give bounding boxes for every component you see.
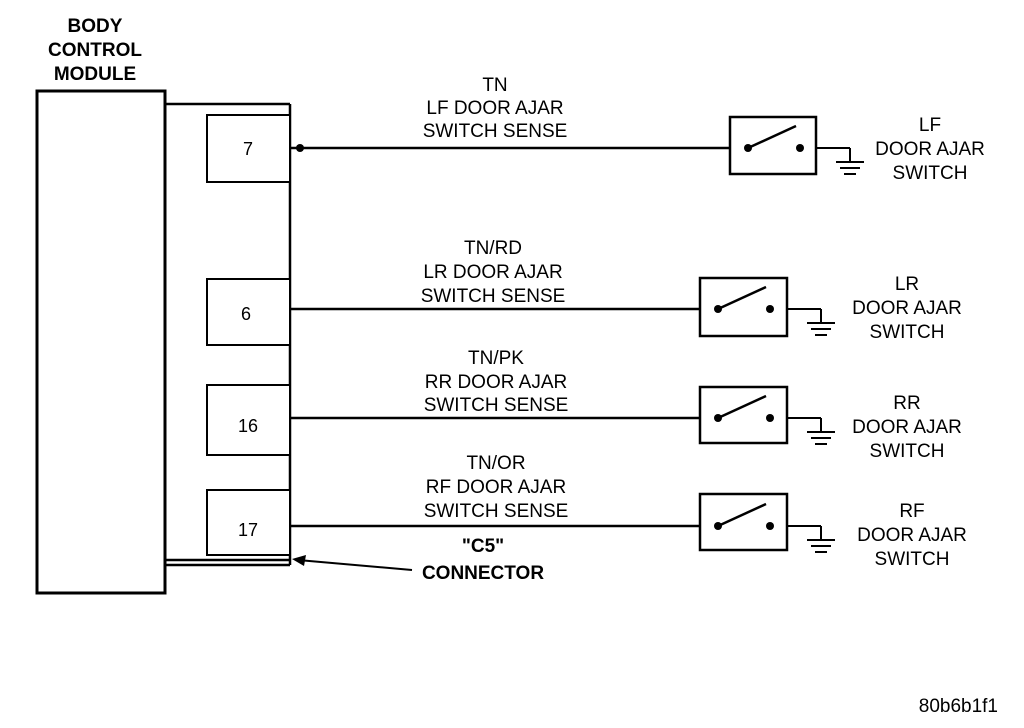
- switch-label-3: SWITCH: [870, 322, 945, 343]
- pin-number: 6: [241, 304, 251, 324]
- figure-id: 80b6b1f1: [919, 696, 998, 717]
- pin-number: 7: [243, 139, 253, 159]
- door-ajar-switch-icon: [698, 276, 789, 338]
- wire-function-2: SWITCH SENSE: [424, 395, 569, 416]
- pin-number: 16: [238, 416, 258, 436]
- wire-color: TN: [482, 75, 507, 96]
- switch-label-1: RR: [893, 393, 920, 414]
- ground-icon: [787, 417, 835, 445]
- wire-function-1: LR DOOR AJAR: [423, 262, 562, 283]
- connector-name: "C5": [462, 536, 504, 557]
- ground-icon: [816, 147, 864, 175]
- switch-label-2: DOOR AJAR: [875, 139, 985, 160]
- pin-box: [206, 489, 291, 556]
- wire-color: TN/PK: [468, 348, 524, 369]
- ground-icon: [787, 525, 835, 553]
- callout-leader-line: [297, 559, 413, 571]
- switch-label-3: SWITCH: [893, 163, 968, 184]
- callout-arrow-icon: [292, 555, 306, 566]
- wire-function-1: LF DOOR AJAR: [426, 98, 563, 119]
- switch-label-2: DOOR AJAR: [852, 298, 962, 319]
- switch-label-2: DOOR AJAR: [857, 525, 967, 546]
- module-title: BODY CONTROL MODULE: [48, 16, 142, 85]
- switch-label-1: RF: [899, 501, 924, 522]
- pin-box: [206, 114, 291, 183]
- switch-label-1: LR: [895, 274, 919, 295]
- module-title-line-1: BODY: [68, 16, 123, 37]
- switch-label-2: DOOR AJAR: [852, 417, 962, 438]
- circuit-lf: 7 TN LF DOOR AJAR SWITCH SENSE LF DOOR A…: [206, 75, 985, 184]
- pin-box: [206, 278, 291, 346]
- switch-label-1: LF: [919, 115, 941, 136]
- wire-function-1: RF DOOR AJAR: [426, 477, 566, 498]
- module-title-line-3: MODULE: [54, 64, 136, 85]
- ground-icon: [787, 308, 835, 336]
- pin-box: [206, 384, 291, 456]
- wire-color: TN/RD: [464, 238, 522, 259]
- circuit-rf: 17 TN/OR RF DOOR AJAR SWITCH SENSE RF DO…: [206, 453, 967, 570]
- door-ajar-switch-icon: [728, 115, 818, 176]
- wire-function-2: SWITCH SENSE: [423, 121, 568, 142]
- switch-label-3: SWITCH: [875, 549, 950, 570]
- module-title-line-2: CONTROL: [48, 40, 142, 61]
- door-ajar-switch-icon: [698, 492, 789, 552]
- door-ajar-switch-icon: [698, 385, 789, 445]
- connector-label: CONNECTOR: [422, 563, 544, 584]
- connector-callout: "C5" CONNECTOR: [292, 536, 544, 584]
- wire-function-2: SWITCH SENSE: [424, 501, 569, 522]
- switch-label-3: SWITCH: [870, 441, 945, 462]
- pin-number: 17: [238, 520, 258, 540]
- wire-color: TN/OR: [466, 453, 525, 474]
- wire-function-2: SWITCH SENSE: [421, 286, 566, 307]
- circuit-lr: 6 TN/RD LR DOOR AJAR SWITCH SENSE LR DOO…: [206, 238, 962, 346]
- body-control-module-box: [35, 89, 167, 595]
- wire-function-1: RR DOOR AJAR: [425, 372, 568, 393]
- circuit-rr: 16 TN/PK RR DOOR AJAR SWITCH SENSE RR DO…: [206, 348, 962, 462]
